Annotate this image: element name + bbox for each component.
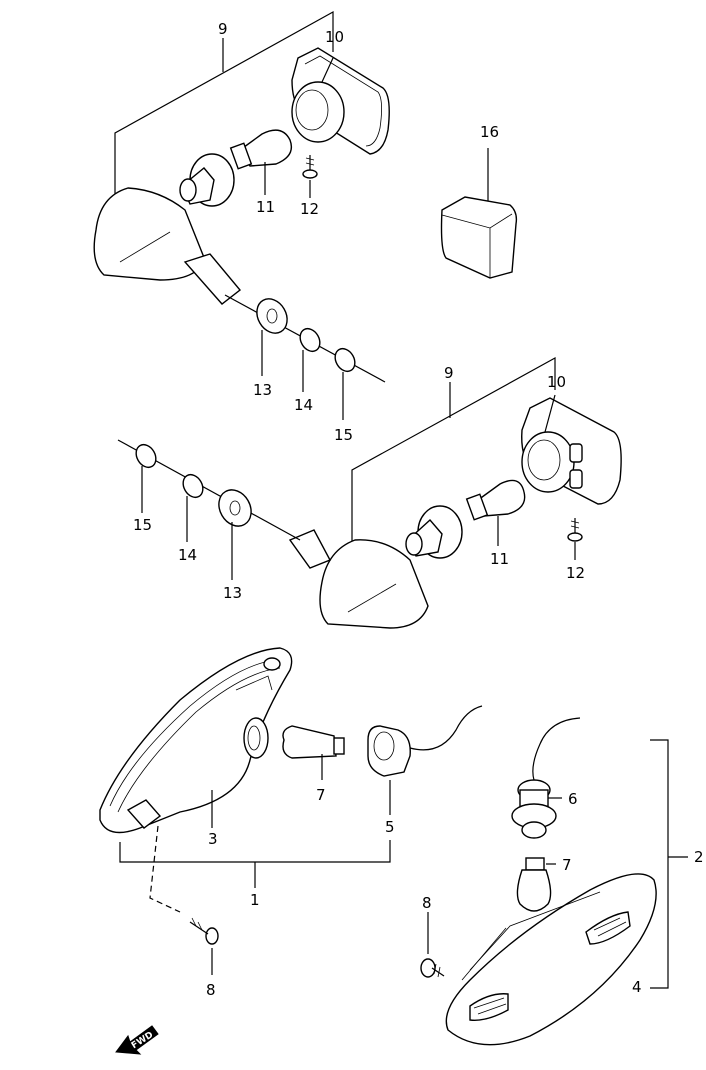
washer-13-lower	[218, 489, 252, 527]
washer-13-upper	[256, 298, 288, 334]
callout-10: 10	[547, 373, 566, 391]
bulb-11-lower	[465, 479, 526, 521]
callout-11: 11	[256, 198, 275, 216]
callout-14: 14	[178, 546, 197, 564]
callout-8: 8	[422, 894, 432, 912]
callout-13: 13	[223, 584, 242, 602]
callout-5: 5	[385, 818, 395, 836]
lens-10-lower	[521, 397, 622, 505]
washer-14-upper	[299, 327, 321, 353]
cable-6	[532, 717, 581, 781]
socket-6	[511, 779, 557, 839]
callout-10: 10	[325, 28, 344, 46]
turn-signal-assembly-upper: 9 10 11 12 13 14 15 16	[93, 10, 518, 444]
bulb-7-right	[516, 857, 552, 912]
lens-10-upper	[291, 47, 390, 155]
callout-8: 8	[206, 981, 216, 999]
callout-2: 2	[694, 848, 704, 866]
callout-7: 7	[316, 786, 326, 804]
callout-11: 11	[490, 550, 509, 568]
nut-15-upper	[334, 347, 356, 373]
screw-12-lower	[567, 518, 583, 542]
turn-signal-assembly-lower: 9 10 11 12 13 14 15	[117, 356, 622, 629]
callout-12: 12	[300, 200, 319, 218]
side-marker-right: 2 4 6 7 8	[420, 717, 704, 1046]
housing-lower	[117, 439, 429, 629]
pad-16	[440, 196, 518, 279]
screw-8-left	[189, 917, 219, 945]
callout-16: 16	[480, 123, 499, 141]
callout-3: 3	[208, 830, 218, 848]
callout-4: 4	[632, 978, 642, 996]
socket-upper	[179, 153, 235, 207]
callout-9: 9	[218, 20, 228, 38]
washer-14-lower	[182, 473, 204, 499]
callout-13: 13	[253, 381, 272, 399]
callout-6: 6	[568, 790, 578, 808]
callout-14: 14	[294, 396, 313, 414]
lens-4	[445, 873, 657, 1046]
bulb-11-upper	[229, 129, 293, 170]
callout-7: 7	[562, 856, 572, 874]
fwd-arrow-icon: FWD	[115, 1025, 159, 1055]
housing-upper	[93, 187, 386, 383]
bulb-7-left	[282, 725, 337, 759]
screw-8-right	[420, 958, 445, 978]
callout-9: 9	[444, 364, 454, 382]
callout-15: 15	[334, 426, 353, 444]
screw-12-upper	[302, 155, 318, 179]
callout-12: 12	[566, 564, 585, 582]
callout-15: 15	[133, 516, 152, 534]
side-marker-left: 1 3 5 7 8	[99, 647, 483, 999]
callout-1: 1	[250, 891, 260, 909]
socket-lower	[405, 505, 463, 559]
nut-15-lower	[135, 443, 157, 469]
socket-5	[367, 705, 483, 777]
